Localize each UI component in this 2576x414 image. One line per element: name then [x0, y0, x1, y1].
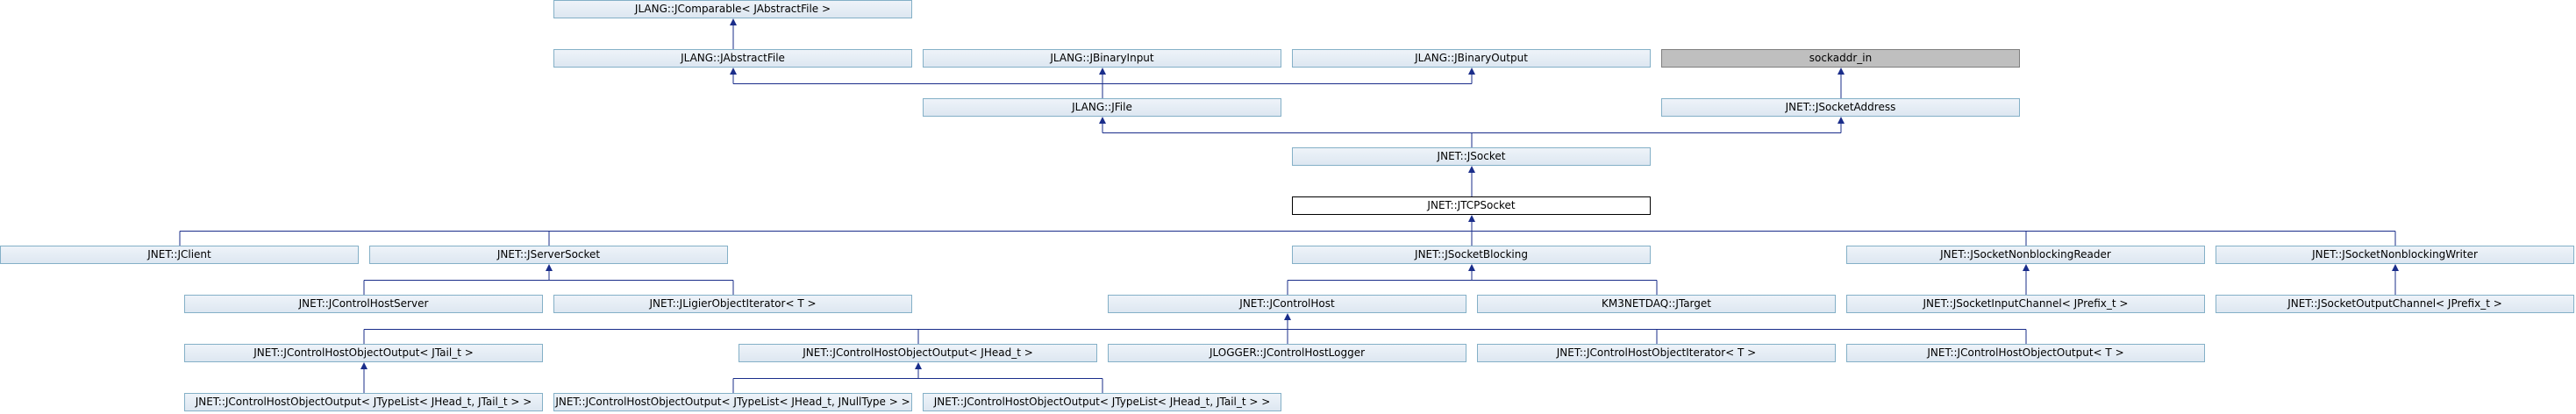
class-node-jcomparable[interactable]: JLANG::JComparable< JAbstractFile >: [553, 0, 912, 18]
class-node-jchoo-tl-head[interactable]: JNET::JControlHostObjectOutput< JTypeLis…: [923, 393, 1281, 411]
edge-arrowhead-jsocketnonblockingreader: [2023, 264, 2030, 271]
class-node-jbinaryinput[interactable]: JLANG::JBinaryInput: [923, 49, 1281, 68]
edge-arrowhead-jcontrolhost: [1284, 313, 1291, 320]
class-node-jabstractfile[interactable]: JLANG::JAbstractFile: [553, 49, 912, 68]
class-node-jtarget[interactable]: KM3NETDAQ::JTarget: [1477, 295, 1836, 313]
class-node-jsocketoutputchannel[interactable]: JNET::JSocketOutputChannel< JPrefix_t >: [2216, 295, 2574, 313]
class-node-jbinaryoutput[interactable]: JLANG::JBinaryOutput: [1292, 49, 1651, 68]
edge-arrowhead-jfile: [1099, 117, 1106, 124]
class-node-jchoo-tl-tail[interactable]: JNET::JControlHostObjectOutput< JTypeLis…: [184, 393, 543, 411]
edge-arrowhead-jbinaryinput: [1099, 68, 1106, 75]
edge-arrowhead-jchoo_head: [915, 362, 922, 369]
class-node-sockaddr-in[interactable]: sockaddr_in: [1661, 49, 2020, 68]
class-node-jsocketnonblockingreader[interactable]: JNET::JSocketNonblockingReader: [1846, 246, 2205, 264]
edge-arrowhead-jsocketaddress: [1837, 117, 1845, 124]
edge-arrowhead-sockaddr_in: [1837, 68, 1845, 75]
class-node-jtcpsocket: JNET::JTCPSocket: [1292, 196, 1651, 215]
class-node-jchoo-t[interactable]: JNET::JControlHostObjectOutput< T >: [1846, 344, 2205, 362]
class-node-jchoo-head[interactable]: JNET::JControlHostObjectOutput< JHead_t …: [739, 344, 1097, 362]
edge-arrowhead-jsocketblocking: [1468, 264, 1475, 271]
class-node-jsocketinputchannel[interactable]: JNET::JSocketInputChannel< JPrefix_t >: [1846, 295, 2205, 313]
class-node-jchoi[interactable]: JNET::JControlHostObjectIterator< T >: [1477, 344, 1836, 362]
class-node-jcontrolhostlogger[interactable]: JLOGGER::JControlHostLogger: [1108, 344, 1466, 362]
class-node-jsocket[interactable]: JNET::JSocket: [1292, 147, 1651, 166]
class-node-jcontrolhost[interactable]: JNET::JControlHost: [1108, 295, 1466, 313]
edge-arrowhead-jabstractfile: [730, 68, 737, 75]
edge-arrowhead-jcomparable: [730, 18, 737, 25]
class-node-jcontrolhostserver[interactable]: JNET::JControlHostServer: [184, 295, 543, 313]
edge-arrowhead-jtcpsocket: [1468, 215, 1475, 222]
class-node-jchoo-tl-null[interactable]: JNET::JControlHostObjectOutput< JTypeLis…: [553, 393, 912, 411]
edge-arrowhead-jchoo_tail: [360, 362, 367, 369]
class-node-jfile[interactable]: JLANG::JFile: [923, 98, 1281, 117]
edge-arrowhead-jserversocket: [546, 264, 553, 271]
class-node-jligierobjectiterator[interactable]: JNET::JLigierObjectIterator< T >: [553, 295, 912, 313]
edge-arrowhead-jsocket: [1468, 166, 1475, 173]
class-node-jclient[interactable]: JNET::JClient: [0, 246, 359, 264]
edge-arrowhead-jsocketnonblockingwriter: [2392, 264, 2399, 271]
class-node-jsocketnonblockingwriter[interactable]: JNET::JSocketNonblockingWriter: [2216, 246, 2574, 264]
class-node-jserversocket[interactable]: JNET::JServerSocket: [369, 246, 728, 264]
class-node-jsocketblocking[interactable]: JNET::JSocketBlocking: [1292, 246, 1651, 264]
class-node-jsocketaddress[interactable]: JNET::JSocketAddress: [1661, 98, 2020, 117]
edge-arrowhead-jbinaryoutput: [1468, 68, 1475, 75]
class-node-jchoo-tail[interactable]: JNET::JControlHostObjectOutput< JTail_t …: [184, 344, 543, 362]
